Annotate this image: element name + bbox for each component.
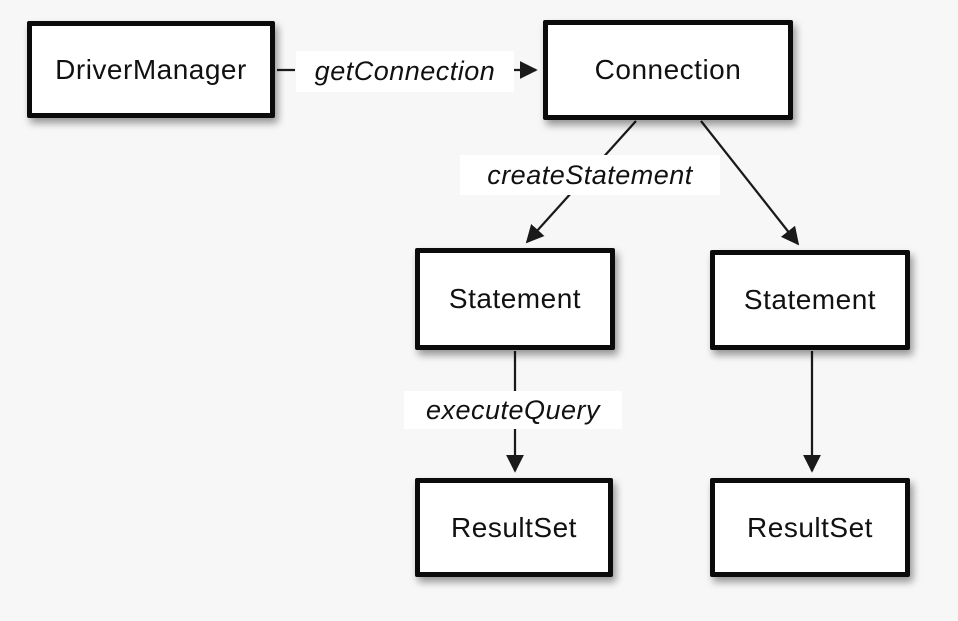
node-resultset-right: ResultSet <box>710 478 910 577</box>
node-connection: Connection <box>543 20 793 120</box>
node-statement-left-label: Statement <box>448 283 582 314</box>
edge-label-getconnection: getConnection <box>296 51 514 92</box>
node-drivermanager: DriverManager <box>27 21 275 118</box>
node-connection-label: Connection <box>594 54 742 85</box>
node-statement-right-label: Statement <box>743 284 877 315</box>
node-resultset-left: ResultSet <box>415 478 613 577</box>
node-drivermanager-label: DriverManager <box>55 53 247 85</box>
node-resultset-right-label: ResultSet <box>747 511 873 543</box>
edge-connection-statement-right-arrow <box>700 120 800 246</box>
edge-label-executequery: executeQuery <box>404 391 622 429</box>
node-statement-left: Statement <box>415 248 615 350</box>
node-resultset-left-label: ResultSet <box>451 511 577 543</box>
edge-label-createstatement: createStatement <box>460 155 720 195</box>
node-statement-right: Statement <box>710 250 910 350</box>
